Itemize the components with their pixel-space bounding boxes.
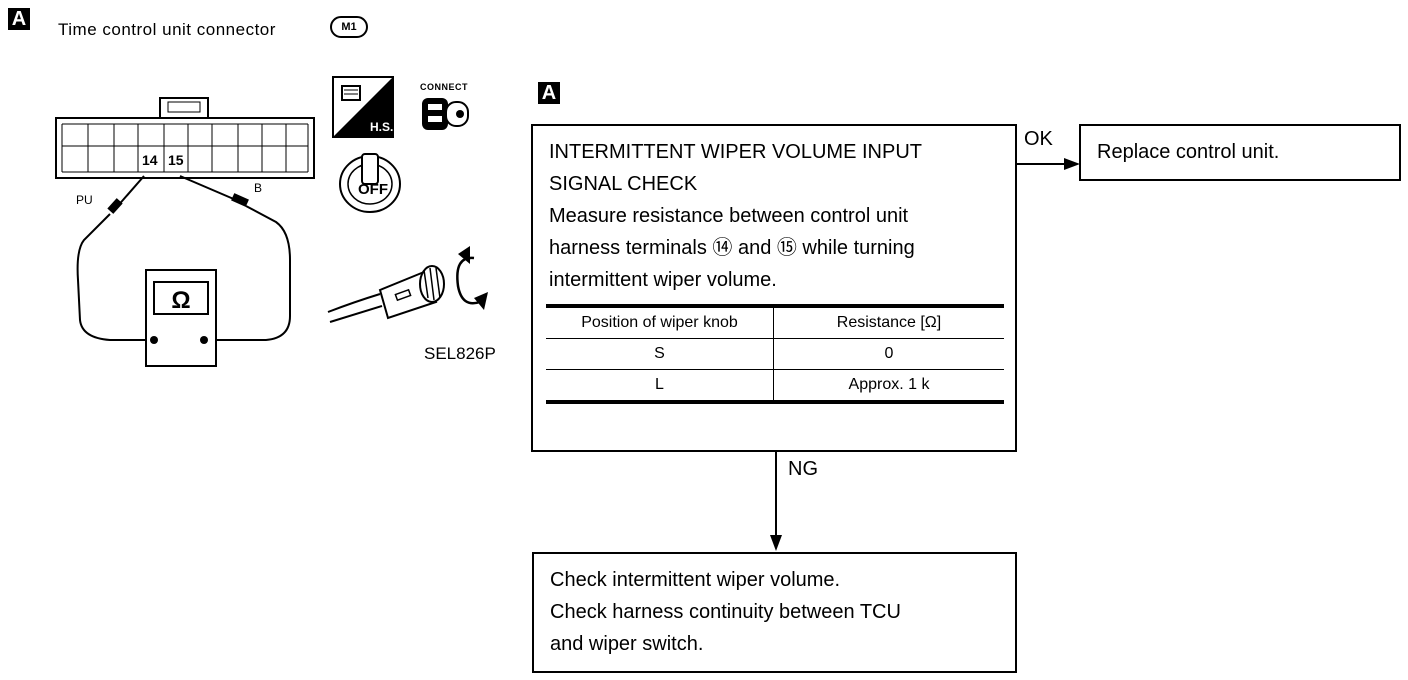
- check-instruction-line-1: Measure resistance between control unit: [549, 205, 909, 227]
- check-title-line-1: INTERMITTENT WIPER VOLUME INPUT: [549, 141, 922, 163]
- hand-tools-hs-icon: H.S.: [332, 76, 394, 138]
- ng-result-line-1: Check intermittent wiper volume.: [550, 569, 841, 591]
- ng-arrow: [770, 451, 782, 551]
- ohm-symbol: Ω: [171, 287, 190, 314]
- check-instruction-line-3: intermittent wiper volume.: [549, 269, 777, 291]
- ok-result-box: Replace control unit.: [1079, 124, 1401, 181]
- table-row: S 0: [546, 338, 1004, 370]
- table-header-row: Position of wiper knob Resistance [Ω]: [546, 308, 1004, 339]
- table-cell: 0: [773, 338, 1004, 370]
- table-cell: S: [546, 338, 774, 370]
- connector-plug-icon: [416, 94, 476, 139]
- table-row: L Approx. 1 k: [546, 369, 1004, 400]
- wire-label-b: B: [254, 181, 262, 195]
- probe-right: [231, 193, 249, 207]
- ohmmeter: Ω: [145, 269, 217, 367]
- table-header-cell: Resistance [Ω]: [773, 308, 1004, 339]
- flow-tag-a: A: [538, 82, 560, 104]
- connector-title: Time control unit connector: [58, 20, 276, 39]
- wiper-knob-icon: [324, 236, 504, 341]
- resistance-table: Position of wiper knob Resistance [Ω] S …: [546, 308, 1004, 400]
- section-tag-a: A: [8, 8, 30, 30]
- figure-code: SEL826P: [424, 344, 496, 363]
- hs-label: H.S.: [370, 120, 393, 134]
- table-cell: Approx. 1 k: [773, 369, 1004, 400]
- check-box: INTERMITTENT WIPER VOLUME INPUT SIGNAL C…: [531, 124, 1017, 452]
- ng-result-box: Check intermittent wiper volume. Check h…: [532, 552, 1017, 673]
- pin-14-label: 14: [142, 152, 158, 168]
- connect-label: CONNECT: [420, 82, 468, 92]
- connector-housing: [55, 97, 315, 179]
- connector-badge: M1: [330, 16, 368, 38]
- resistance-table-wrap: Position of wiper knob Resistance [Ω] S …: [546, 304, 1004, 404]
- probe-left: [107, 198, 123, 214]
- ng-result-line-2: Check harness continuity between TCU: [550, 601, 901, 623]
- connector-diagram: 14 15 PU B Ω: [55, 97, 315, 367]
- ng-result-line-3: and wiper switch.: [550, 633, 704, 655]
- ignition-key-off-icon: OFF: [334, 150, 404, 219]
- check-instruction-line-2: harness terminals ⑭ and ⑮ while turning: [549, 237, 915, 259]
- ok-arrow: [1016, 158, 1080, 170]
- table-cell: L: [655, 376, 664, 393]
- check-title-line-2: SIGNAL CHECK: [549, 173, 698, 195]
- ok-result-text: Replace control unit.: [1097, 141, 1280, 163]
- ng-label: NG: [788, 458, 818, 480]
- pin-15-label: 15: [168, 152, 184, 168]
- table-header-cell: Position of wiper knob: [546, 308, 774, 339]
- key-off-label: OFF: [358, 181, 388, 198]
- wire-label-pu: PU: [76, 193, 93, 207]
- ok-label: OK: [1024, 128, 1053, 150]
